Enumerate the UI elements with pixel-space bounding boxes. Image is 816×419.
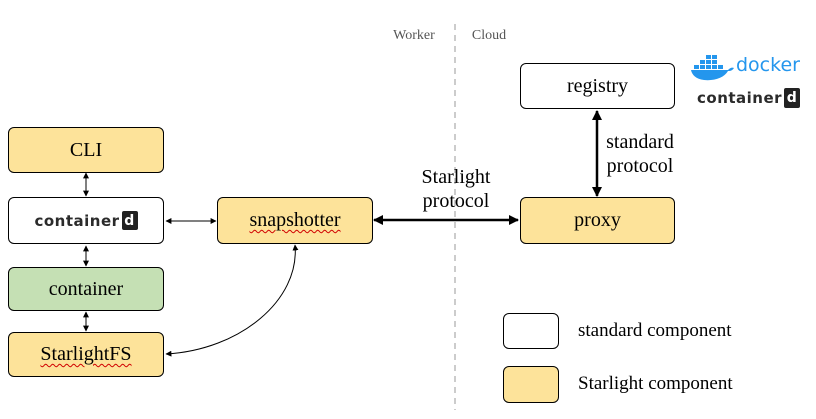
proxy-box: proxy: [520, 197, 675, 244]
snapshotter-label: snapshotter: [249, 209, 341, 231]
snapshotter-starlightfs-curve: [165, 244, 299, 357]
legend-starlight-swatch: [503, 366, 559, 403]
worker-region-label: Worker: [393, 28, 435, 43]
registry-label: registry: [566, 74, 629, 97]
container-box: container: [8, 267, 164, 311]
starlightfs-box: StarlightFS: [8, 332, 164, 377]
containerd-logo-text: container: [34, 211, 120, 230]
containerd-brand-text: container: [697, 89, 783, 107]
containerd-brand-block: d: [784, 88, 801, 108]
docker-logo-text: docker: [736, 54, 800, 76]
standard-protocol-label: standard protocol: [600, 130, 680, 178]
cli-box: CLI: [8, 127, 164, 173]
starlight-protocol-line2: protocol: [422, 190, 490, 212]
cli-label: CLI: [69, 138, 103, 161]
proxy-label: proxy: [574, 209, 621, 231]
registry-box: registry: [520, 63, 675, 109]
container-label: container: [48, 277, 124, 300]
docker-logo: docker: [690, 52, 806, 82]
containerd-box: container d: [8, 197, 164, 244]
legend-standard-label: standard component: [578, 320, 732, 341]
starlight-protocol-label: Starlight protocol: [396, 165, 516, 213]
standard-protocol-line2: protocol: [606, 155, 674, 177]
containerd-brand-logo: container d: [697, 88, 801, 108]
starlightfs-label: StarlightFS: [40, 343, 132, 365]
containerd-logo: container d: [34, 211, 138, 230]
legend-starlight-label: Starlight component: [578, 373, 733, 394]
containerd-logo-block: d: [121, 211, 138, 230]
snapshotter-box: snapshotter: [217, 197, 373, 244]
legend-standard-swatch: [503, 313, 559, 349]
standard-protocol-line1: standard: [606, 131, 674, 153]
docker-whale-icon: [691, 55, 734, 81]
cloud-region-label: Cloud: [471, 28, 507, 43]
starlight-protocol-line1: Starlight: [421, 166, 491, 188]
